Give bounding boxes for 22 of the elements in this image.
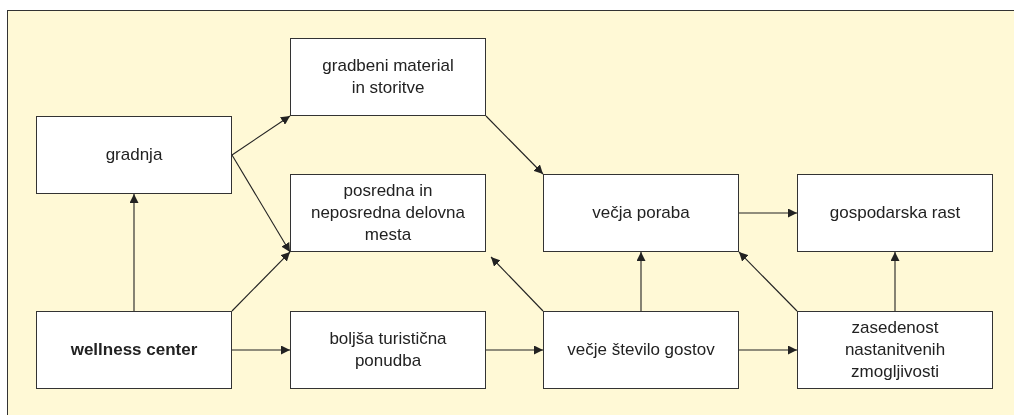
- arrow: [485, 345, 544, 355]
- arrow: [738, 208, 798, 218]
- arrow: [490, 256, 544, 312]
- arrow: [129, 193, 139, 312]
- arrow: [738, 345, 798, 355]
- process-box: gradnja: [36, 116, 232, 194]
- arrow: [738, 251, 798, 312]
- process-box: posredna in neposredna delovna mesta: [290, 174, 486, 252]
- process-box: večje število gostov: [543, 311, 739, 389]
- arrow: [231, 251, 291, 312]
- arrow: [485, 115, 544, 175]
- arrow: [231, 154, 291, 253]
- process-box: zasedenost nastanitvenih zmogljivosti: [797, 311, 993, 389]
- arrow: [636, 251, 646, 312]
- arrow: [890, 251, 900, 312]
- process-box: gospodarska rast: [797, 174, 993, 252]
- process-box: wellness center: [36, 311, 232, 389]
- process-box: gradbeni material in storitve: [290, 38, 486, 116]
- arrow: [231, 345, 291, 355]
- process-box: boljša turistična ponudba: [290, 311, 486, 389]
- arrow: [231, 115, 291, 156]
- process-box: večja poraba: [543, 174, 739, 252]
